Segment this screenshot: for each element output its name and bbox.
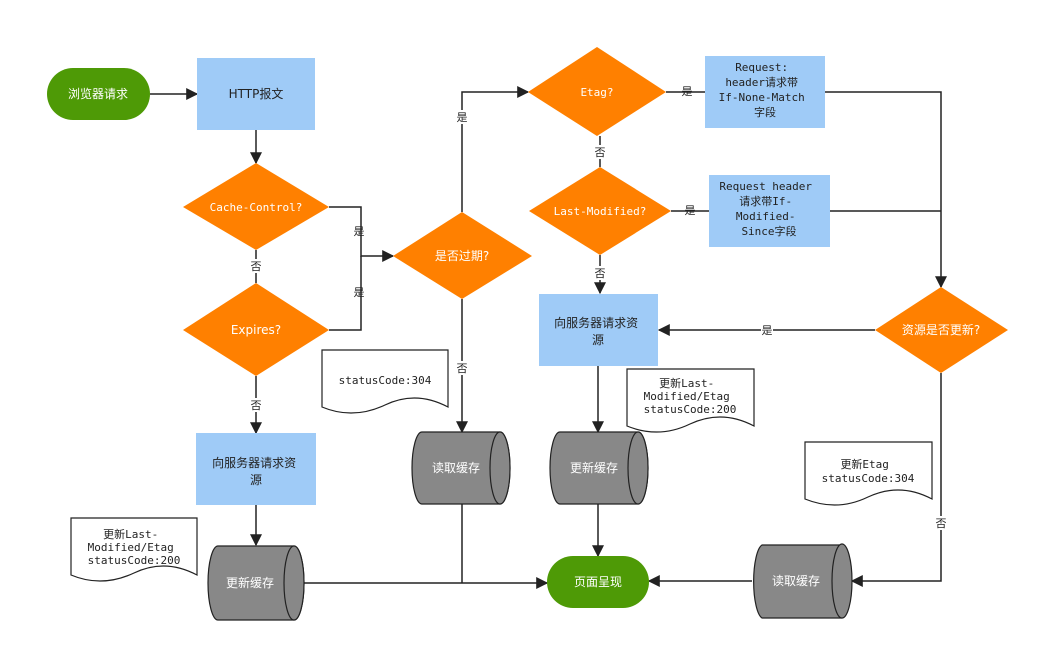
- node-etag-label: Etag?: [580, 86, 613, 99]
- req2-line-4: Since字段: [741, 224, 796, 238]
- edge-expired-yes-to-etag: [461, 86, 530, 212]
- node-browser-request: 浏览器请求: [47, 68, 150, 120]
- node-expires-label: Expires?: [231, 323, 281, 337]
- node-read-cache-mid-label: 读取缓存: [432, 461, 480, 475]
- note-etag304-line-1: 更新Etag: [840, 457, 889, 471]
- label-no-updated: 否: [936, 517, 947, 530]
- edge-cache-control-yes: [329, 206, 395, 262]
- node-last-modified: Last-Modified?: [529, 167, 671, 255]
- node-etag: Etag?: [528, 47, 666, 136]
- node-resource-updated-label: 资源是否更新?: [902, 322, 980, 337]
- node-read-cache-right-label: 读取缓存: [772, 574, 820, 588]
- note-update-left: 更新Last- Modified/Etag statusCode:200: [70, 517, 198, 582]
- label-yes-updated: 是: [762, 324, 773, 337]
- svg-text:Request: header请求带: Request: header请求带 If-None-Match 字段: [719, 61, 812, 119]
- req2-line-2: 请求带If-: [739, 195, 792, 208]
- node-cache-control-label: Cache-Control?: [210, 201, 303, 214]
- svg-text:更新Last- Modified/Etag: 更新Last- Modified/Etag statusCode:200: [644, 376, 737, 416]
- svg-text:Request header 请求带If-: Request header 请求带If- Modified- Since字段: [719, 180, 818, 238]
- node-http-message: HTTP报文: [197, 58, 315, 130]
- svg-text:更新Last- Modified/Etag: 更新Last- Modified/Etag statusCode:200: [88, 527, 181, 567]
- label-yes-etag: 是: [682, 85, 693, 98]
- node-resource-updated: 资源是否更新?: [875, 287, 1008, 373]
- req2-line-1: Request header: [719, 180, 812, 193]
- svg-text:向服务器请求资 源: 向服务器请求资 源: [554, 315, 642, 347]
- server-mid-line-1: 向服务器请求资: [554, 315, 638, 330]
- node-expired-label: 是否过期?: [435, 249, 489, 263]
- node-last-modified-label: Last-Modified?: [554, 205, 647, 218]
- label-yes-cache-control: 是: [354, 225, 365, 238]
- node-update-cache-mid-label: 更新缓存: [570, 460, 618, 475]
- node-http-message-label: HTTP报文: [229, 86, 284, 101]
- note-update-mid-line-1: 更新Last-: [659, 376, 714, 390]
- node-page-render-label: 页面呈现: [574, 575, 622, 589]
- edge-updated-no: [850, 373, 942, 587]
- label-no-expires: 否: [251, 399, 262, 412]
- node-server-request-mid: 向服务器请求资 源: [539, 294, 658, 366]
- label-yes-lm: 是: [685, 204, 696, 217]
- label-no-lm: 否: [595, 267, 606, 280]
- node-read-cache-mid: 读取缓存: [411, 431, 511, 505]
- req1-line-2: header请求带: [725, 76, 798, 89]
- req1-line-1: Request:: [735, 61, 788, 74]
- node-read-cache-right: 读取缓存: [753, 543, 853, 619]
- svg-text:向服务器请求资 源: 向服务器请求资 源: [212, 455, 300, 487]
- node-update-cache-left: 更新缓存: [207, 545, 305, 621]
- req2-line-3: Modified-: [736, 210, 796, 223]
- svg-text:更新Etag statusCode:304: 更新Etag statusCode:304: [822, 457, 915, 485]
- server-left-line-1: 向服务器请求资: [212, 455, 296, 470]
- label-yes-expired: 是: [457, 111, 468, 124]
- server-left-line-2: 源: [250, 473, 262, 487]
- note-update-mid-line-2: Modified/Etag: [644, 390, 730, 403]
- node-update-cache-mid: 更新缓存: [549, 431, 649, 505]
- note-update-mid: 更新Last- Modified/Etag statusCode:200: [626, 368, 755, 433]
- node-page-render: 页面呈现: [547, 556, 649, 608]
- node-update-cache-left-label: 更新缓存: [226, 575, 274, 590]
- node-cache-control: Cache-Control?: [183, 163, 329, 250]
- label-yes-expires: 是: [354, 286, 365, 299]
- node-req-if-modified-since: Request header 请求带If- Modified- Since字段: [709, 175, 830, 247]
- label-no-cache-control: 否: [251, 260, 262, 273]
- edge-labels: 否 是 是 否 是 否 是 否 是 否 是 否: [250, 85, 947, 530]
- edge-req1-to-updated: [825, 91, 947, 289]
- note-update-left-line-2: Modified/Etag: [88, 541, 174, 554]
- server-mid-line-2: 源: [592, 333, 604, 347]
- req1-line-3: If-None-Match: [719, 91, 805, 104]
- node-browser-request-label: 浏览器请求: [68, 86, 128, 101]
- note-status304-mid: statusCode:304: [321, 349, 449, 414]
- note-update-mid-line-3: statusCode:200: [644, 403, 737, 416]
- note-etag304-line-2: statusCode:304: [822, 472, 915, 485]
- node-req-if-none-match: Request: header请求带 If-None-Match 字段: [705, 56, 825, 128]
- note-update-left-line-1: 更新Last-: [103, 527, 158, 541]
- label-no-etag: 否: [595, 146, 606, 159]
- note-status304-mid-line-1: statusCode:304: [339, 374, 432, 387]
- note-update-left-line-3: statusCode:200: [88, 554, 181, 567]
- note-etag304-right: 更新Etag statusCode:304: [804, 441, 933, 506]
- req1-line-4: 字段: [754, 105, 776, 119]
- node-server-request-left: 向服务器请求资 源: [196, 433, 316, 505]
- edge-expires-yes: [329, 256, 362, 331]
- node-expired: 是否过期?: [393, 212, 532, 299]
- label-no-expired: 否: [457, 362, 468, 375]
- node-expires: Expires?: [183, 283, 329, 376]
